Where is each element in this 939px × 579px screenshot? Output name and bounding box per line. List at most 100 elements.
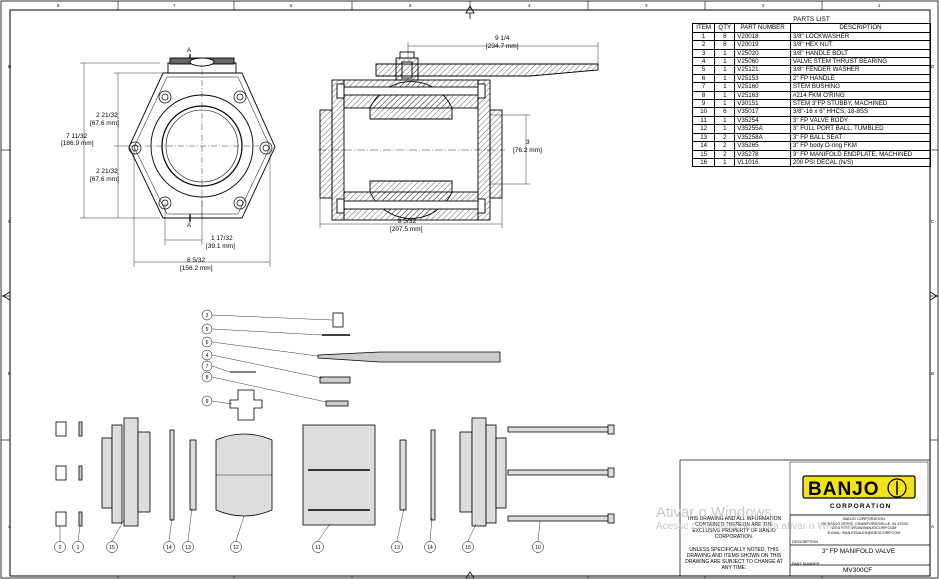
- description-cell: 3/8" FENDER WASHER: [789, 65, 932, 75]
- zone-letter-d-right: D: [931, 64, 935, 69]
- item-cell: 2: [691, 40, 716, 50]
- description-cell: 3/8" HEX NUT: [789, 40, 932, 50]
- balloon-4: 4: [206, 353, 209, 359]
- qty-cell: 2: [714, 149, 736, 159]
- balloon-15-right: 15: [465, 545, 471, 551]
- balloon-15-left: 15: [109, 545, 115, 551]
- part-number-cell: V25163: [734, 90, 791, 101]
- drawing-description: 3" FP MANIFOLD VALVE: [822, 548, 896, 555]
- item-cell: 5: [691, 65, 716, 75]
- item-cell: 16: [691, 157, 716, 168]
- balloon-1: 1: [77, 545, 80, 551]
- balloon-11: 11: [315, 545, 320, 551]
- dim-upper-mm: [67.6 mm]: [90, 120, 119, 127]
- balloon-5: 5: [206, 327, 209, 333]
- description-cell: 3" FP MANIFOLD ENDPLATE, MACHINED: [789, 149, 932, 159]
- zone-letter-b: B: [8, 371, 11, 376]
- description-cell: 3/8"-16 x 6" HHCS, 18-8SS: [789, 107, 932, 117]
- front-view: [80, 54, 276, 267]
- watermark-title: Ativar o Windows: [656, 504, 772, 521]
- description-cell: 3" FP VALVE BODY: [789, 115, 932, 126]
- balloon-6: 6: [206, 340, 209, 346]
- qty-cell: 1: [714, 99, 736, 109]
- dim-offset-inch: 1 17/32: [211, 235, 233, 242]
- description-cell: #214 FKM O'RING: [789, 90, 932, 101]
- dim-lower-mm: [67.6 mm]: [90, 176, 119, 183]
- qty-cell: 1: [714, 48, 736, 59]
- item-cell: 7: [691, 82, 716, 92]
- qty-cell: 2: [714, 141, 736, 151]
- item-cell: 6: [691, 73, 716, 84]
- exploded-view: [55, 312, 615, 542]
- dim-body-mm: [207.5 mm]: [390, 226, 423, 233]
- description-cell: 2" FP HANDLE: [789, 73, 932, 84]
- part-number-cell: V35254: [734, 115, 791, 126]
- zone-number-4: 4: [528, 3, 531, 8]
- item-cell: 10: [691, 107, 716, 117]
- header-item: ITEM: [691, 23, 716, 33]
- windows-activation-watermark: Ativar o Windows Acesse Configurações pa…: [656, 504, 861, 533]
- balloons-lower: 2 1 15 14 13 12 11 13 14 15 10: [54, 541, 544, 553]
- qty-cell: 6: [714, 107, 736, 117]
- description-cell: 3" FP body O-ring FKM: [789, 141, 932, 151]
- section-mark-top: A: [187, 48, 191, 54]
- qty-cell: 2: [714, 132, 736, 143]
- zone-number-5: 5: [409, 3, 412, 8]
- logo-subtext: CORPORATION: [830, 503, 891, 510]
- qty-cell: 1: [714, 57, 736, 67]
- dim-width-inch: 6 5/32: [187, 257, 205, 264]
- header-qty: QTY: [714, 23, 736, 33]
- dim-body-inch: 8 5/32: [398, 218, 416, 225]
- dim-overall-mm: [234.7 mm]: [486, 43, 519, 50]
- part-number-cell: VL1016: [734, 157, 791, 168]
- dim-bore-inch: 3: [526, 139, 530, 146]
- qty-cell: 6: [714, 31, 736, 42]
- part-number-cell: V35017: [734, 107, 791, 117]
- qty-cell: 1: [714, 157, 736, 168]
- dim-width-mm: [156.2 mm]: [180, 265, 213, 272]
- qty-cell: 1: [714, 65, 736, 75]
- zone-letter-c: C: [8, 219, 12, 224]
- part-number-cell: V25160: [734, 82, 791, 92]
- zone-letter-a-right: A: [931, 524, 934, 529]
- balloon-13-right: 13: [394, 545, 400, 551]
- qty-cell: 6: [714, 40, 736, 50]
- company-name: BANJO CORPORATION: [843, 517, 885, 521]
- qty-cell: 1: [714, 73, 736, 84]
- zone-number-3: 3: [645, 3, 648, 8]
- part-number-cell: V20019: [734, 40, 791, 50]
- title-block-frame: [679, 459, 931, 577]
- change-notice: UNLESS SPECIFICALLY NOTED, THIS DRAWING …: [685, 547, 783, 571]
- dim-bore-mm: [76.2 mm]: [513, 147, 542, 154]
- zone-number-7: 7: [173, 3, 176, 8]
- item-cell: 1: [691, 31, 716, 42]
- item-cell: 12: [691, 124, 716, 134]
- zone-letter-c-right: C: [931, 219, 935, 224]
- item-cell: 13: [691, 132, 716, 143]
- part-number-cell: V35255A: [734, 124, 791, 134]
- qty-cell: 1: [714, 82, 736, 92]
- zone-number-2: 2: [762, 3, 765, 8]
- zone-letter-a: A: [8, 524, 11, 529]
- part-number-cell: V25060: [734, 57, 791, 67]
- item-cell: 4: [691, 57, 716, 67]
- watermark-subtitle: Acesse Configurações para ativar o Windo…: [656, 521, 861, 532]
- part-number-label: PART NUMBER: [792, 562, 820, 566]
- zone-letter-b-right: B: [931, 371, 934, 376]
- balloons-upper: 3 5 6 4 7 8 9: [201, 309, 213, 407]
- balloon-14-left: 14: [166, 545, 172, 551]
- dim-offset-mm: [39.1 mm]: [206, 243, 235, 250]
- section-mark-bottom: A: [187, 223, 191, 229]
